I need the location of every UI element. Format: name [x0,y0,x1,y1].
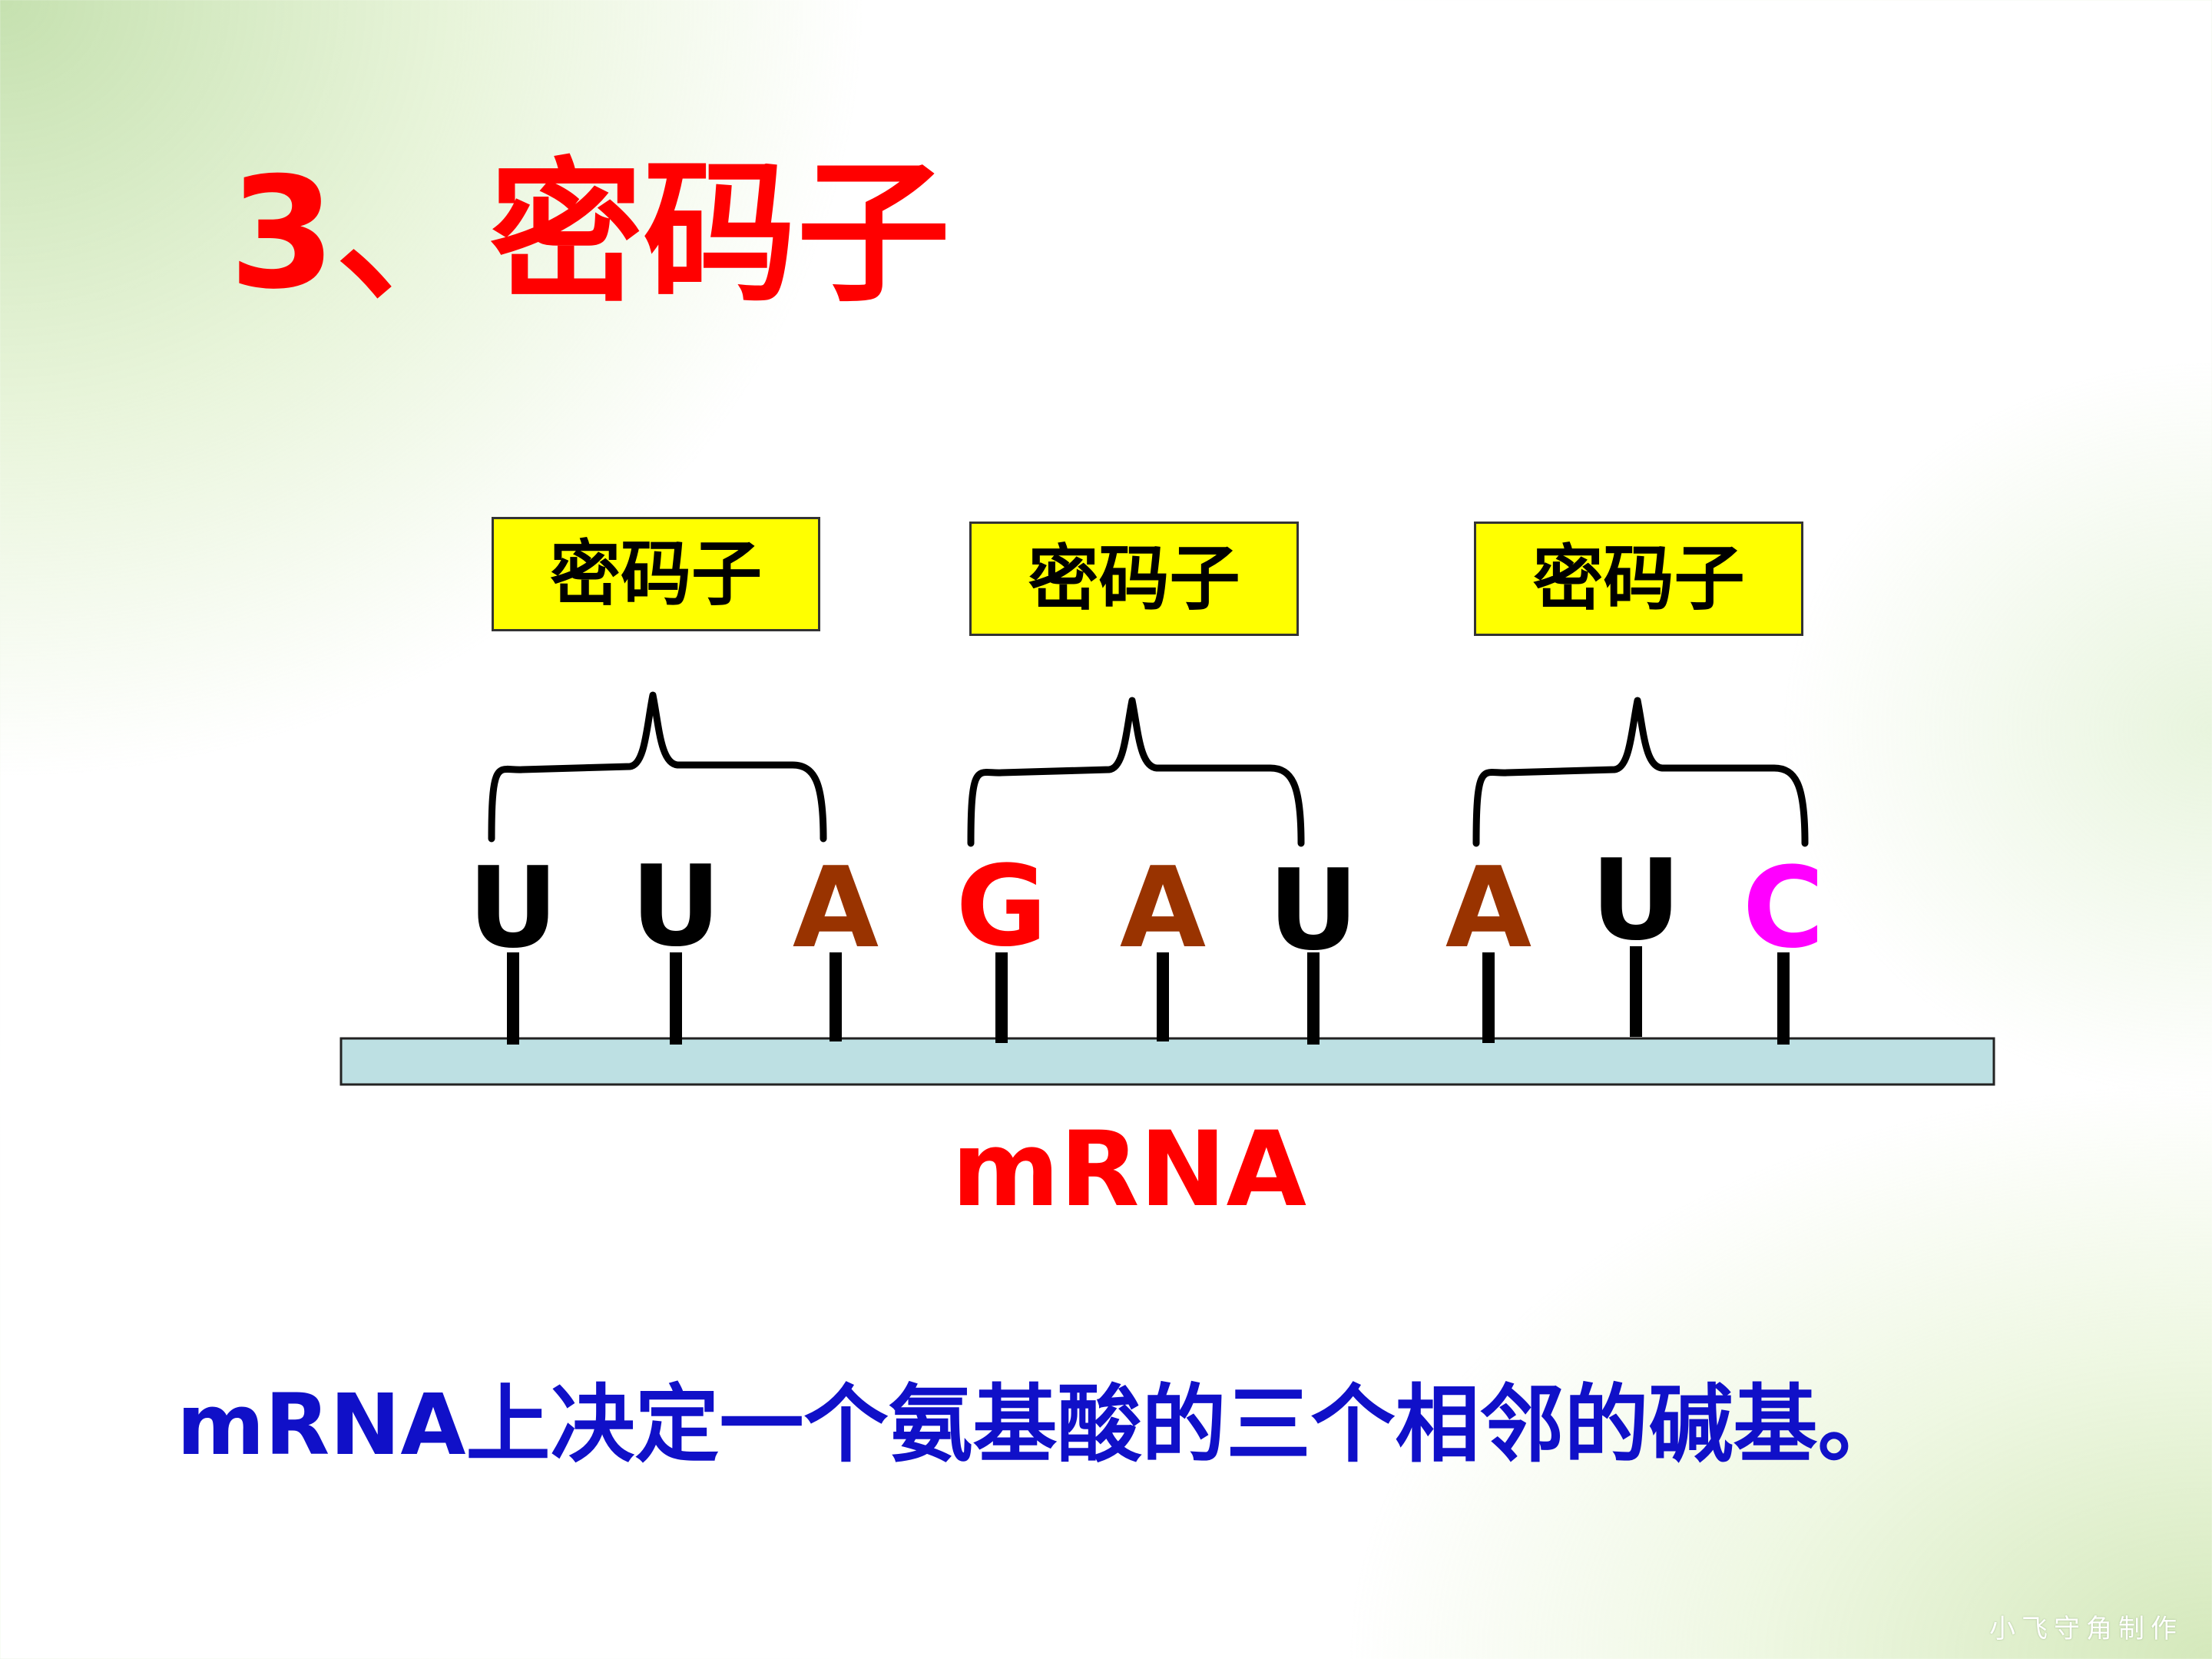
mrna-label: mRNA [951,1109,1307,1230]
base-letter-6: U [1268,846,1359,975]
codon-label-box-1: 密码子 [492,517,820,631]
credit-watermark: 小飞守角制作 [1989,1614,2183,1644]
base-letter-4: G [955,842,1047,972]
base-letter-2: U [631,842,721,972]
base-letter-3: A [793,843,879,973]
base-letter-7: A [1445,843,1532,973]
base-letter-9: C [1743,843,1824,973]
codon-label-box-2: 密码子 [969,522,1299,636]
codon-brace-3 [1472,697,1809,847]
slide-title: 3、密码子 [229,144,951,323]
base-letter-8: U [1591,836,1681,965]
codon-definition: mRNA上决定一个氨基酸的三个相邻的碱基。 [177,1376,1902,1474]
codon-label-box-3: 密码子 [1474,522,1803,636]
codon-brace-2 [967,697,1305,847]
mrna-strand [339,1037,1995,1086]
base-sticks [507,946,1790,1045]
base-letter-5: A [1120,843,1206,973]
codon-brace-1 [488,691,827,843]
base-letter-1: U [468,843,558,973]
codon-braces [488,691,1809,847]
